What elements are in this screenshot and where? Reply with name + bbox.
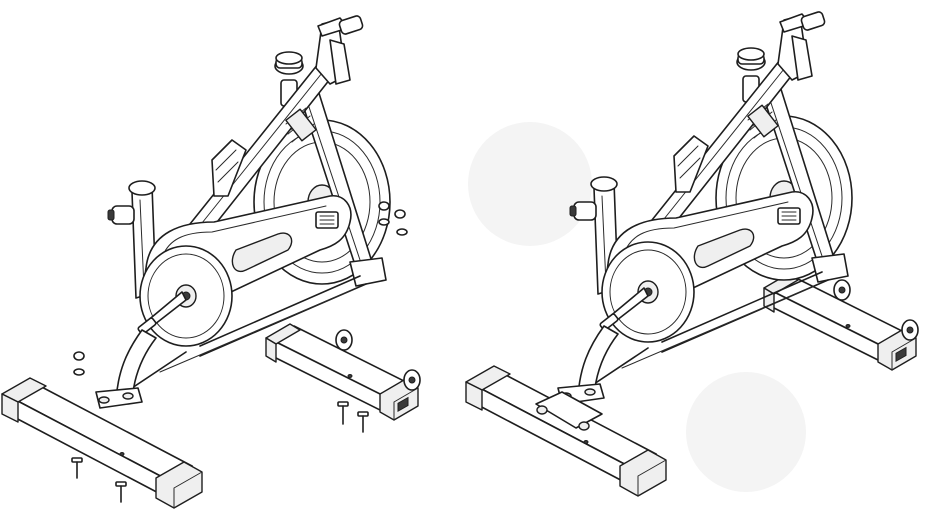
background-shade [686, 372, 806, 492]
front-stabilizer [763, 273, 919, 371]
exploded-view-panel [1, 14, 421, 509]
background-shade [468, 122, 592, 246]
rear-stabilizer [465, 365, 667, 497]
rear-nuts [73, 351, 85, 376]
front-bolts [337, 401, 369, 433]
rear-mount-plate [535, 391, 603, 431]
assembled-view-panel [465, 10, 919, 497]
bike-frame-assembled [557, 10, 853, 405]
front-nuts [378, 201, 408, 236]
rear-bolts [71, 457, 127, 503]
